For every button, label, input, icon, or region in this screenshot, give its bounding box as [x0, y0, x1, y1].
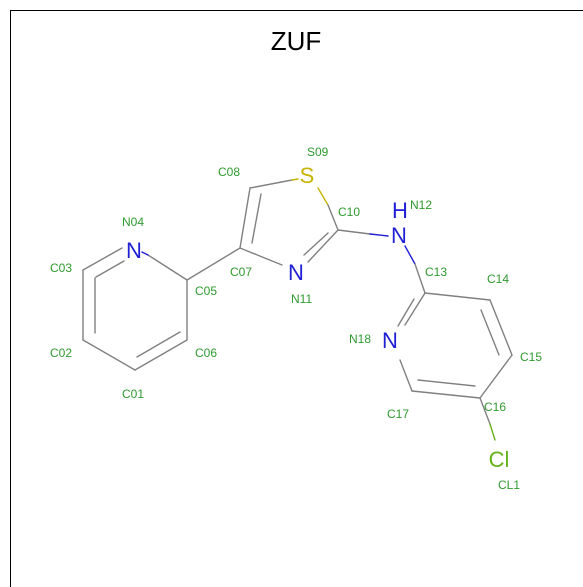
bond-c01-c06: [134, 339, 188, 371]
label-c16: C16: [484, 400, 506, 414]
pyridine-ring-left: [82, 247, 188, 371]
bond-n12-c13-n: [404, 245, 416, 265]
bond-c05-n04-n: [141, 251, 149, 256]
bond-c05-n04: [147, 254, 188, 281]
diagram-frame: [10, 10, 583, 587]
label-c07: C07: [230, 265, 252, 279]
label-c05: C05: [195, 284, 217, 298]
bond-c16-c17: [411, 390, 481, 399]
bond-n12-c13: [414, 263, 426, 294]
bond-c13-n18: [404, 292, 426, 326]
label-s09: S09: [307, 145, 329, 159]
bond-c07-c08: [239, 187, 251, 249]
atom-n12-h: H: [392, 198, 408, 223]
atom-n04: N: [126, 238, 142, 263]
bond-c15-c16: [479, 354, 513, 399]
label-c06: C06: [195, 346, 217, 360]
label-n18: N18: [349, 332, 371, 346]
bond-c14-c15-inner: [480, 309, 500, 356]
label-n11: N11: [291, 292, 312, 306]
thiazole-ring: [239, 178, 339, 266]
label-n04: N04: [122, 215, 144, 229]
label-c01: C01: [122, 387, 144, 401]
bond-c02-c01: [82, 339, 136, 371]
pyridine-ring-right: [397, 292, 513, 399]
bond-c16-cl: [479, 397, 491, 425]
label-c08: C08: [218, 165, 240, 179]
atom-n12: N: [391, 223, 407, 248]
label-c13: C13: [425, 265, 447, 279]
atom-n11: N: [288, 260, 304, 285]
bond-c10-n12: [337, 229, 371, 235]
bond-c05-c07: [186, 247, 241, 281]
bond-c17-n18: [399, 359, 413, 392]
bond-c03-n04: [82, 247, 123, 271]
atom-cl: Cl: [489, 447, 510, 472]
label-c14: C14: [487, 272, 509, 286]
atom-n18: N: [382, 328, 398, 353]
bond-c08-s09-s: [291, 178, 299, 181]
bond-c01-c06-inner: [136, 331, 181, 358]
bond-c16-cl-cl: [489, 423, 496, 441]
bond-c07-c08-inner: [251, 193, 262, 244]
label-c17: C17: [387, 407, 409, 421]
bond-c10-n12-n: [369, 233, 389, 237]
label-cl1: CL1: [498, 478, 520, 492]
bond-c08-s09: [249, 179, 293, 189]
bond-c13-c14: [424, 292, 491, 301]
label-c02: C02: [50, 346, 72, 360]
bond-c16-c17-inner: [417, 379, 476, 387]
label-c15: C15: [520, 350, 542, 364]
bond-s09-c10: [327, 204, 339, 231]
bond-c07-n11: [239, 247, 283, 266]
bond-c14-c15: [489, 299, 513, 356]
label-n12: N12: [410, 198, 432, 212]
bond-c10-n11-inner: [303, 232, 329, 256]
bond-c10-n11: [307, 229, 339, 263]
atom-s09: S: [300, 163, 315, 188]
bond-s09-c10-s: [317, 187, 329, 206]
bond-c03-n04-inner: [95, 260, 125, 278]
label-c03: C03: [50, 261, 72, 275]
label-c10: C10: [338, 205, 360, 219]
molecule-title: ZUF: [271, 26, 322, 56]
bond-c13-n18-inner: [397, 298, 415, 327]
